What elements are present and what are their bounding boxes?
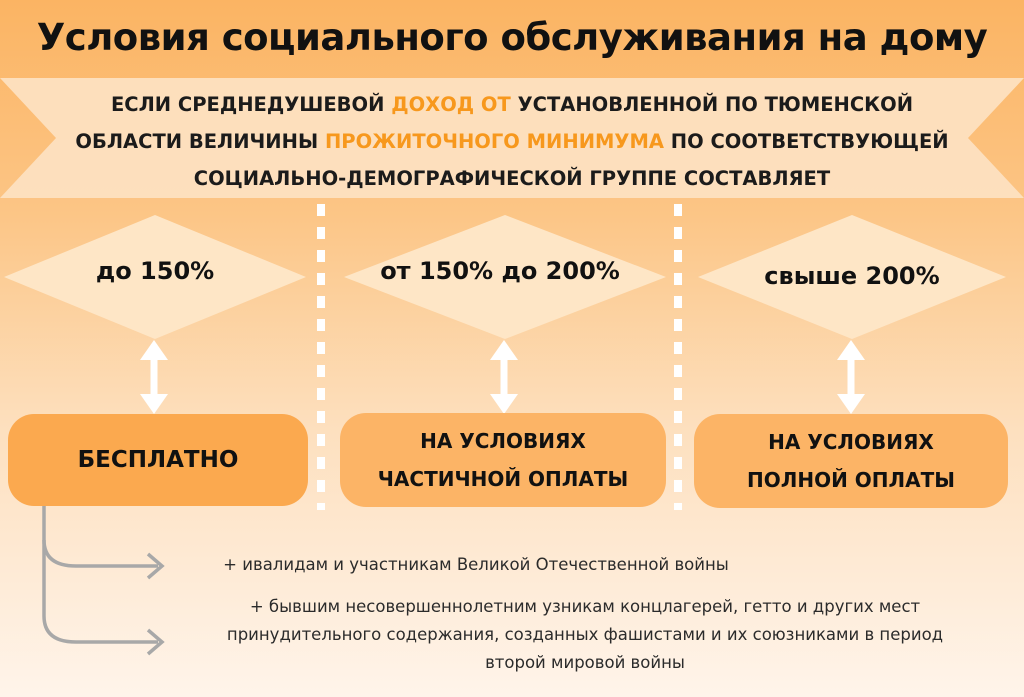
banner-text: ЕСЛИ СРЕДНЕДУШЕВОЙ ДОХОД ОТ УСТАНОВЛЕННО… bbox=[30, 86, 994, 197]
double-arrow-icon bbox=[837, 340, 865, 414]
note-former-prisoners: + бывшим несовершеннолетним узникам конц… bbox=[226, 597, 944, 672]
double-arrow-icon bbox=[140, 340, 168, 414]
banner-shape bbox=[0, 78, 1024, 198]
result-box-free: БЕСПЛАТНО bbox=[8, 414, 308, 506]
range-label-2: от 150% до 200% bbox=[380, 257, 620, 285]
banner-line-3: СОЦИАЛЬНО-ДЕМОГРАФИЧЕСКОЙ ГРУППЕ СОСТАВЛ… bbox=[193, 167, 831, 190]
banner-line-2: ОБЛАСТИ ВЕЛИЧИНЫ ПРОЖИТОЧНОГО МИНИМУМА П… bbox=[75, 130, 949, 153]
range-diamond-3 bbox=[698, 215, 1006, 339]
result-label: БЕСПЛАТНО bbox=[77, 447, 239, 473]
result-label: ЧАСТИЧНОЙ ОПЛАТЫ bbox=[377, 467, 629, 491]
note-wwii-veterans: + ивалидам и участникам Великой Отечеств… bbox=[223, 555, 729, 574]
page-title: Условия социального обслуживания на дому bbox=[36, 16, 988, 59]
result-label: ПОЛНОЙ ОПЛАТЫ bbox=[747, 468, 955, 492]
highlight-minimum: ПРОЖИТОЧНОГО МИНИМУМА bbox=[324, 130, 664, 153]
highlight-income: ДОХОД ОТ bbox=[391, 93, 511, 116]
column-separator bbox=[317, 204, 325, 510]
result-box-full: НА УСЛОВИЯХ ПОЛНОЙ ОПЛАТЫ bbox=[694, 414, 1008, 508]
range-label-3: свыше 200% bbox=[764, 262, 940, 290]
result-box-partial: НА УСЛОВИЯХ ЧАСТИЧНОЙ ОПЛАТЫ bbox=[340, 413, 666, 507]
range-label-1: до 150% bbox=[95, 257, 215, 285]
banner-line-1: ЕСЛИ СРЕДНЕДУШЕВОЙ ДОХОД ОТ УСТАНОВЛЕННО… bbox=[110, 93, 914, 116]
range-diamond-1 bbox=[4, 215, 306, 339]
column-separator bbox=[674, 204, 682, 510]
result-label: НА УСЛОВИЯХ bbox=[768, 430, 934, 454]
connector-arrows bbox=[42, 506, 165, 656]
result-label: НА УСЛОВИЯХ bbox=[420, 429, 586, 453]
double-arrow-icon bbox=[490, 340, 518, 414]
range-diamond-2 bbox=[344, 215, 666, 339]
